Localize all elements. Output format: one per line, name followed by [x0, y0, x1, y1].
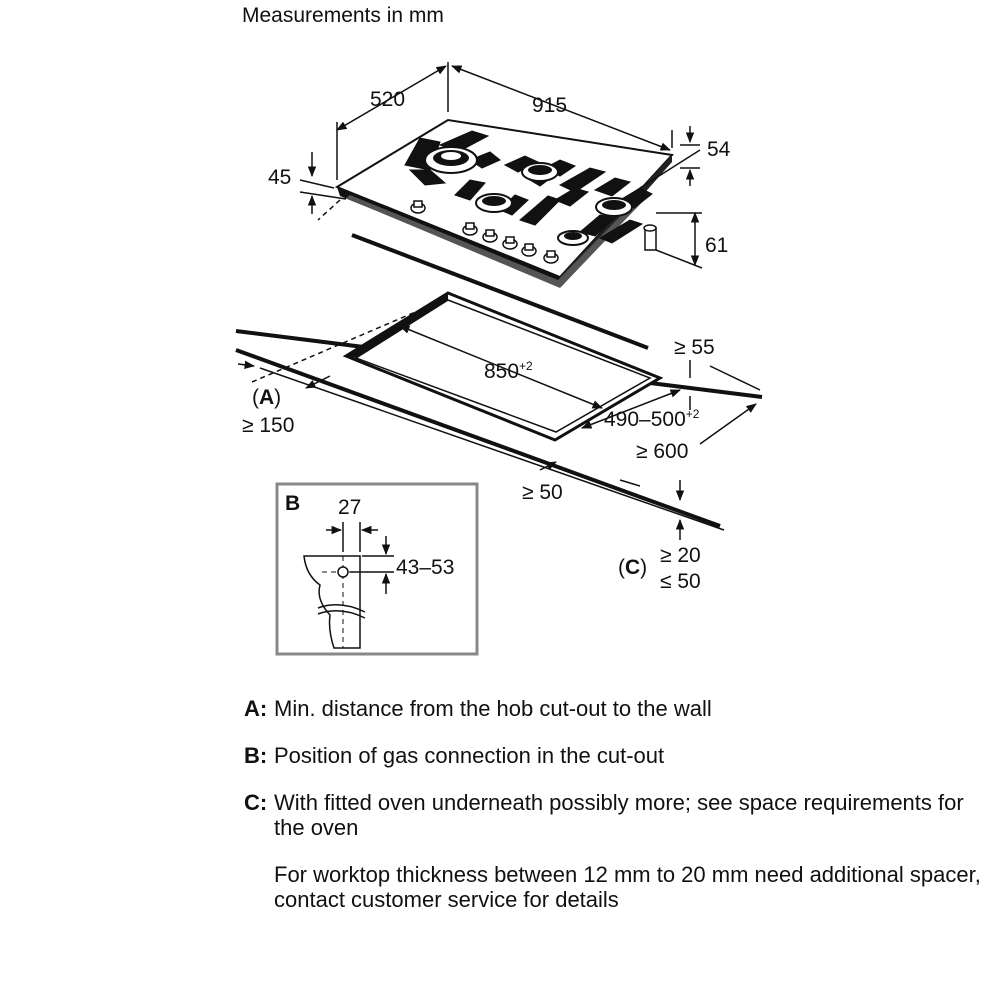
dim-cutout-depth-label: 490–500+2 — [604, 407, 700, 431]
legend-text-b: Position of gas connection in the cut-ou… — [274, 743, 665, 768]
dim-worktop-min-label: ≥ 20 — [660, 544, 701, 567]
legend-item-a: A: Min. distance from the hob cut-out to… — [244, 696, 984, 721]
detail-b-label: B — [285, 492, 300, 515]
legend-text-c: With fitted oven underneath possibly mor… — [274, 790, 964, 840]
dim-total-height-label: 61 — [705, 234, 728, 257]
dim-gas-height-label: 43–53 — [396, 556, 454, 579]
dim-glass-height-label: 54 — [707, 138, 731, 161]
burners — [424, 146, 633, 246]
legend-item-c: C: With fitted oven underneath possibly … — [244, 790, 984, 840]
legend-key-b: B: — [244, 743, 268, 768]
dim-edge-height-label: 45 — [268, 166, 291, 189]
dim-gas-offset-label: 27 — [338, 496, 361, 519]
installation-drawing: Measurements in mm — [235, 4, 763, 656]
legend-text-a: Min. distance from the hob cut-out to th… — [274, 696, 712, 721]
control-knobs — [410, 200, 559, 264]
diagram-title: Measurements in mm — [242, 4, 444, 27]
dim-worktop-max-label: ≤ 50 — [660, 570, 701, 593]
legend-key-a: A: — [244, 696, 268, 721]
legend-key-c: C: — [244, 790, 268, 815]
dim-cutout-width-label: 850+2 — [484, 359, 533, 383]
dim-wall-distance-label: ≥ 150 — [242, 414, 294, 437]
marker-a: (A) — [252, 386, 281, 409]
hob-dimension-lines — [299, 62, 703, 269]
dim-worktop-depth-label: ≥ 600 — [636, 440, 688, 463]
dim-depth-label: 520 — [370, 88, 405, 111]
legend: A: Min. distance from the hob cut-out to… — [244, 696, 984, 912]
legend-item-b: B: Position of gas connection in the cut… — [244, 743, 984, 768]
legend-note: For worktop thickness between 12 mm to 2… — [274, 862, 981, 912]
cutout-dimension-lines — [237, 325, 761, 540]
dim-front-distance-label: ≥ 50 — [522, 481, 563, 504]
detail-b-box: B — [275, 482, 479, 656]
marker-c: (C) — [618, 556, 647, 579]
dim-rear-distance-label: ≥ 55 — [674, 336, 715, 359]
dim-width-label: 915 — [532, 94, 567, 117]
